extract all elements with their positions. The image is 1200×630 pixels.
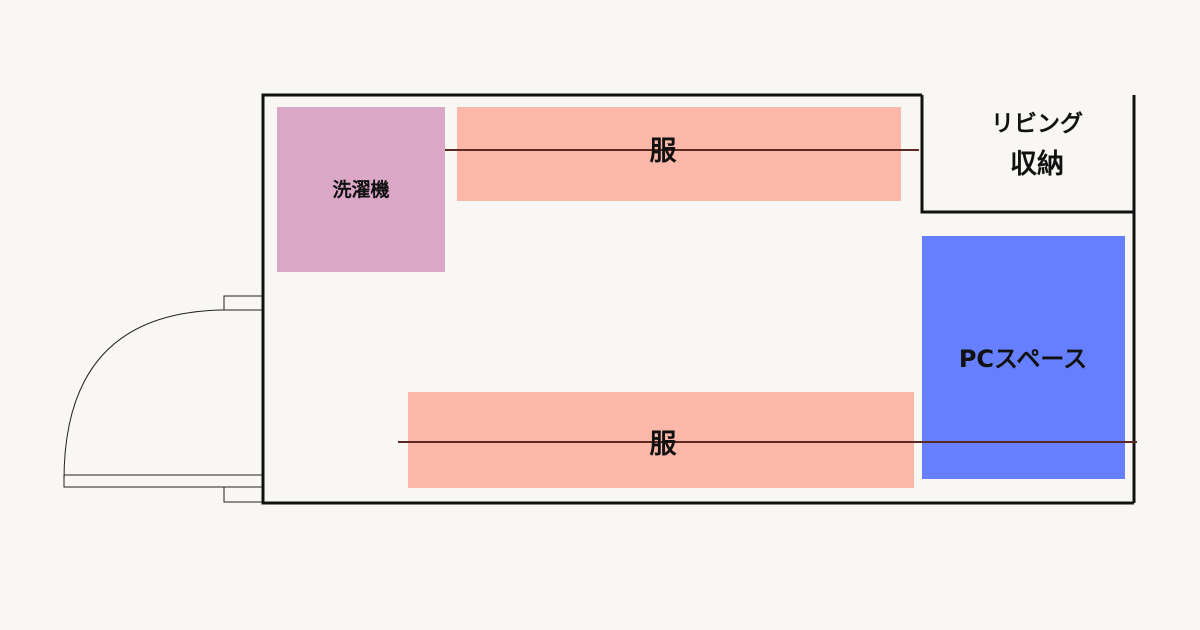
washer-label: 洗濯機 (332, 178, 389, 201)
washer-block (277, 107, 445, 272)
door-jamb-top (223, 295, 263, 311)
outer-wall (261, 93, 1134, 505)
storage-wall (920, 95, 1134, 214)
pc-space-block (922, 236, 1125, 479)
clothes-bottom-block (408, 392, 914, 488)
walls (261, 93, 1136, 505)
clothes-top-label: 服 (650, 136, 678, 167)
living-storage-label-line2: 収納 (1010, 148, 1064, 180)
door-leaf (63, 474, 263, 488)
pc-space-label: PCスペース (959, 345, 1087, 373)
door-jamb-bottom (223, 486, 263, 503)
door-swing-arc (63, 309, 225, 481)
living-storage-label-line1: リビング (991, 110, 1083, 137)
door (63, 295, 263, 503)
clothes-top-block (457, 107, 901, 201)
clothes-bottom-label: 服 (650, 429, 678, 460)
